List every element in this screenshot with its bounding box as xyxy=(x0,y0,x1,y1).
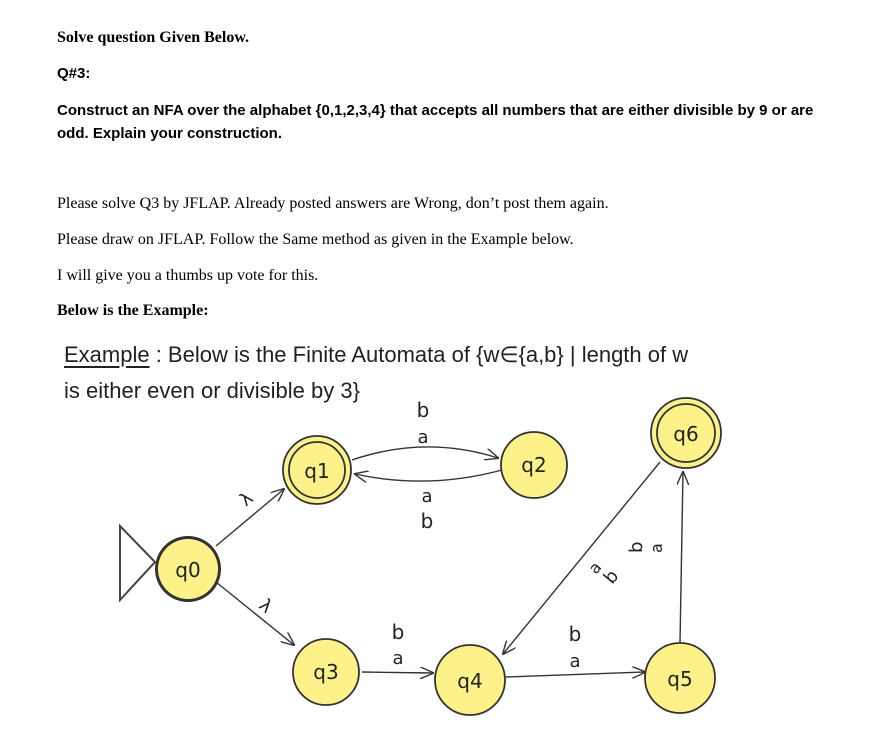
edge-q3-q4 xyxy=(361,672,433,673)
edge-q1-q2 xyxy=(351,446,498,461)
instruction-1: Please solve Q3 by JFLAP. Already posted… xyxy=(57,195,609,212)
label-q2-q1-b: b xyxy=(421,509,434,533)
state-q3: q3 xyxy=(292,638,360,706)
example-description-1: : Below is the Finite Automata of {w∈{a,… xyxy=(149,342,689,367)
state-q1-label: q1 xyxy=(304,459,329,483)
edge-q0-q1 xyxy=(215,489,284,547)
example-description-2: is either even or divisible by 3} xyxy=(64,378,360,403)
intro-text: Solve question Given Below. xyxy=(57,29,250,46)
label-q6-q4-b: b xyxy=(600,566,623,588)
state-q5-label: q5 xyxy=(667,667,692,691)
state-q3-label: q3 xyxy=(313,660,338,684)
label-q2-q1-a: a xyxy=(421,486,432,507)
label-q3-q4-a: a xyxy=(392,648,403,669)
label-q5-q6-a: a xyxy=(647,543,666,553)
question-body: Construct an NFA over the alphabet {0,1,… xyxy=(57,102,814,142)
label-q1-q2-b: b xyxy=(417,398,430,422)
state-q4: q4 xyxy=(434,644,506,716)
label-q1-q2-a: a xyxy=(417,427,428,448)
edge-q6-q4 xyxy=(503,461,661,654)
instruction-3: I will give you a thumbs up vote for thi… xyxy=(57,267,319,284)
label-q0-q1: λ xyxy=(236,488,258,511)
state-q2-label: q2 xyxy=(521,453,546,477)
instruction-2: Please draw on JFLAP. Follow the Same me… xyxy=(57,231,574,248)
edge-q4-q5 xyxy=(505,672,645,677)
edge-q5-q6 xyxy=(680,472,683,644)
label-q0-q3: λ xyxy=(255,595,277,618)
state-q6-label: q6 xyxy=(673,422,698,446)
label-q3-q4-b: b xyxy=(392,620,405,644)
example-label: Example xyxy=(64,342,150,367)
state-q5: q5 xyxy=(644,642,716,714)
question-number: Q#3: xyxy=(57,65,91,82)
edge-q2-q1 xyxy=(355,469,503,481)
state-q4-label: q4 xyxy=(457,669,482,693)
state-q2: q2 xyxy=(500,431,568,499)
start-state-marker xyxy=(119,523,157,603)
example-heading: Below is the Example: xyxy=(57,302,209,319)
state-q1: q1 xyxy=(282,435,352,505)
example-line-1: Example : Below is the Finite Automata o… xyxy=(64,342,688,368)
state-q0: q0 xyxy=(155,536,221,602)
edge-q0-q3 xyxy=(215,581,294,645)
label-q5-q6-b: b xyxy=(626,542,647,553)
label-q4-q5-b: b xyxy=(569,622,582,646)
label-q4-q5-a: a xyxy=(569,651,580,672)
state-q6: q6 xyxy=(650,397,722,469)
state-q0-label: q0 xyxy=(175,558,200,582)
